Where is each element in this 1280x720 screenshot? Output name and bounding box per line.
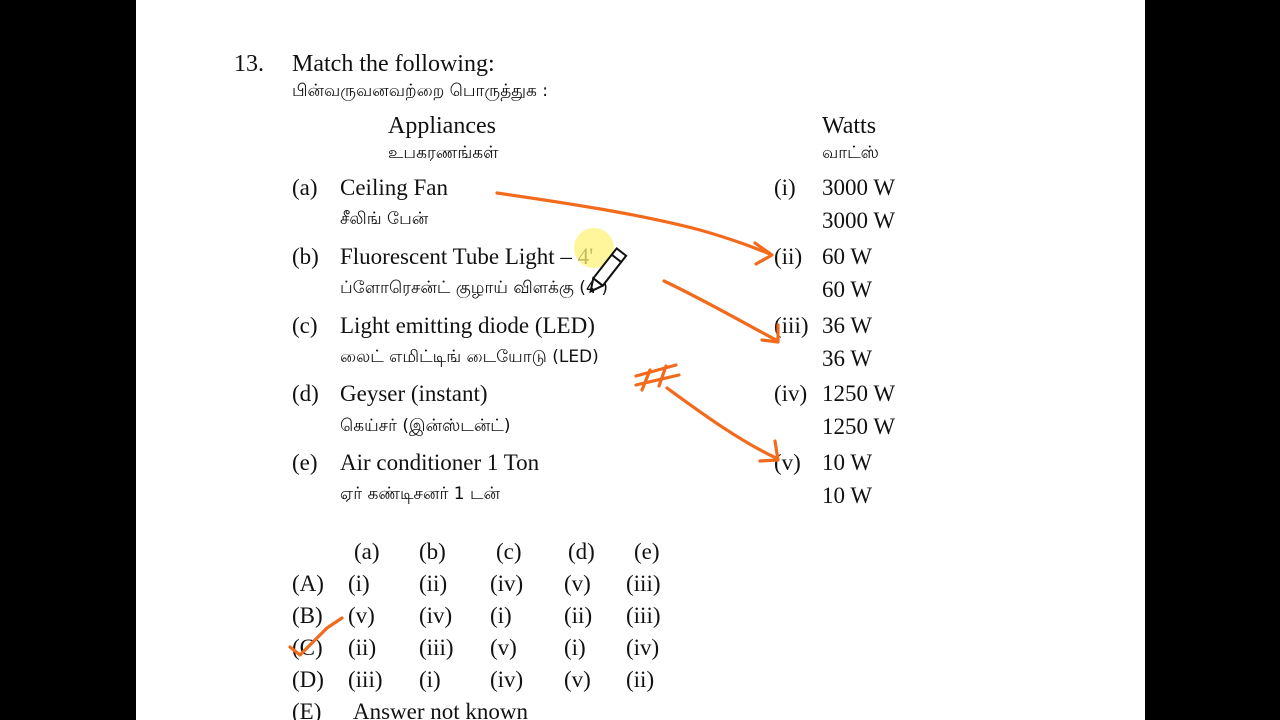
item-label-b: (b)	[292, 244, 319, 269]
watt-value-v-tamil: 10 W	[822, 483, 873, 508]
question-number: 13.	[234, 51, 264, 77]
watt-value-ii-tamil: 60 W	[822, 277, 873, 302]
option-C-cell: (iii)	[419, 635, 454, 660]
option-header-e: (e)	[634, 539, 660, 564]
option-B-cell: (v)	[348, 603, 375, 628]
option-C-cell: (ii)	[348, 635, 377, 660]
question-title-tamil: பின்வருவனவற்றை பொருத்துக :	[292, 81, 549, 101]
option-E-text: Answer not known	[353, 699, 529, 720]
watt-value-iii: 36 W	[822, 313, 873, 338]
option-C-cell: (i)	[564, 635, 586, 660]
option-label-D[interactable]: (D)	[292, 667, 324, 692]
option-header-a: (a)	[354, 539, 380, 564]
item-name-a: Ceiling Fan	[340, 175, 448, 200]
option-B-cell: (i)	[490, 603, 512, 628]
option-label-E[interactable]: (E)	[292, 699, 322, 720]
watt-value-i: 3000 W	[822, 175, 896, 200]
option-label-C[interactable]: (C)	[292, 635, 323, 660]
question-sheet: 13. Match the following: பின்வருவனவற்றை …	[136, 0, 1145, 720]
option-C-cell: (v)	[490, 635, 517, 660]
option-D-cell: (ii)	[626, 667, 655, 692]
watt-label-v: (v)	[774, 450, 801, 475]
option-D-cell: (i)	[419, 667, 441, 692]
watt-value-iii-tamil: 36 W	[822, 346, 873, 371]
option-A-cell: (iv)	[490, 571, 524, 596]
option-A-cell: (ii)	[419, 571, 448, 596]
option-header-b: (b)	[419, 539, 446, 564]
item-name-a-tamil: சீலிங் பேன்	[340, 209, 429, 229]
option-B-cell: (iv)	[419, 603, 453, 628]
watt-value-v: 10 W	[822, 450, 873, 475]
item-name-e: Air conditioner 1 Ton	[340, 450, 540, 475]
item-name-b: Fluorescent Tube Light – 4'	[340, 244, 594, 269]
watts-header-tamil: வாட்ஸ்	[822, 143, 879, 163]
option-label-A[interactable]: (A)	[292, 571, 324, 596]
item-name-e-tamil: ஏர் கண்டிசனர் 1 டன்	[340, 484, 500, 504]
option-C-cell: (iv)	[626, 635, 660, 660]
watt-value-ii: 60 W	[822, 244, 873, 269]
question-title: Match the following:	[292, 51, 495, 77]
option-D-cell: (v)	[564, 667, 591, 692]
watts-header: Watts	[822, 113, 877, 139]
appliances-header: Appliances	[388, 113, 496, 139]
option-header-d: (d)	[568, 539, 595, 564]
watt-label-ii: (ii)	[774, 244, 803, 269]
watt-label-iii: (iii)	[774, 313, 809, 338]
option-D-cell: (iii)	[348, 667, 383, 692]
option-D-cell: (iv)	[490, 667, 524, 692]
item-name-d: Geyser (instant)	[340, 381, 488, 406]
option-A-cell: (iii)	[626, 571, 661, 596]
option-B-cell: (iii)	[626, 603, 661, 628]
watt-value-iv: 1250 W	[822, 381, 896, 406]
watt-label-i: (i)	[774, 175, 796, 200]
item-label-a: (a)	[292, 175, 318, 200]
item-label-c: (c)	[292, 313, 318, 338]
watt-label-iv: (iv)	[774, 381, 808, 406]
item-label-d: (d)	[292, 381, 319, 406]
item-name-c-tamil: லைட் எமிட்டிங் டையோடு (LED)	[340, 347, 599, 367]
item-name-c: Light emitting diode (LED)	[340, 313, 595, 338]
watt-value-iv-tamil: 1250 W	[822, 414, 896, 439]
option-label-B[interactable]: (B)	[292, 603, 323, 628]
option-A-cell: (i)	[348, 571, 370, 596]
item-name-b-tamil: ப்ளோரெசன்ட் குழாய் விளக்கு (4')	[340, 278, 609, 298]
appliances-header-tamil: உபகரணங்கள்	[388, 143, 499, 163]
option-header-c: (c)	[496, 539, 522, 564]
option-A-cell: (v)	[564, 571, 591, 596]
item-label-e: (e)	[292, 450, 318, 475]
watt-value-i-tamil: 3000 W	[822, 208, 896, 233]
item-name-d-tamil: கெய்சர் (இன்ஸ்டன்ட்)	[340, 416, 511, 436]
option-B-cell: (ii)	[564, 603, 593, 628]
